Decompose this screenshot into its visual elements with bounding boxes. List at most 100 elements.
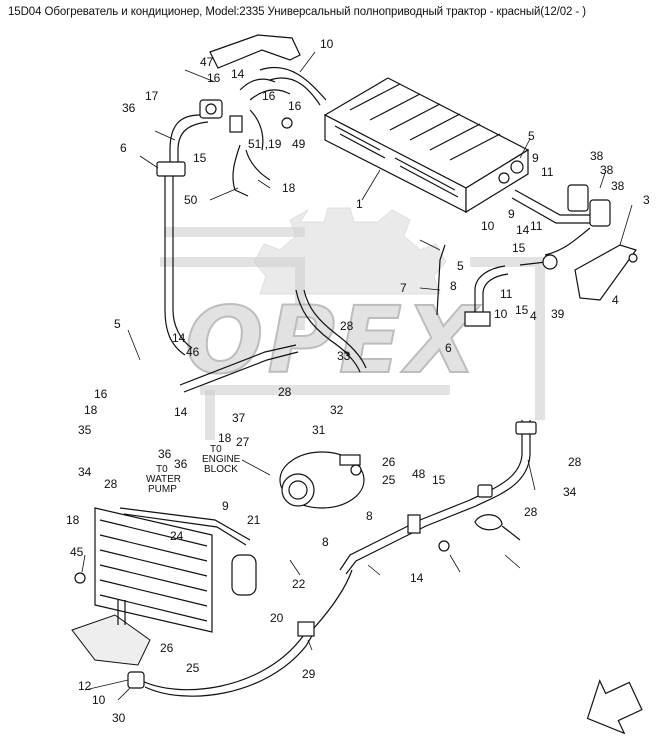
callout-20: 18: [282, 181, 296, 195]
callout-14: 14: [172, 331, 186, 345]
heater-evaporator-housing: [323, 77, 530, 214]
callout-41: 47: [200, 55, 214, 69]
callout-9: 9: [532, 151, 539, 165]
callout-14: 14: [231, 67, 245, 81]
callout-11: 12: [78, 679, 92, 693]
callout-18: 18: [218, 431, 232, 445]
callout-28: 28: [568, 455, 582, 469]
callout-25: 24: [170, 529, 184, 543]
note-to-engine-block-line1: T0: [210, 444, 222, 455]
callout-33: 35: [78, 423, 92, 437]
callout-14: 14: [516, 223, 530, 237]
callout-28: 28: [104, 477, 118, 491]
leader-lines: [81, 51, 633, 701]
callout-11: 11: [500, 287, 513, 301]
callout-18: 18: [84, 403, 98, 417]
refrigerant-lines: [179, 289, 537, 575]
left-heater-hose: [156, 114, 209, 356]
direction-arrow: [586, 679, 643, 735]
callout-14: 14: [410, 571, 424, 585]
callout-4: 4: [530, 309, 537, 323]
callout-9: 9: [508, 207, 515, 221]
callout-22: 20: [270, 611, 284, 625]
callout-21: 18: [66, 513, 80, 527]
callouts: 10 47 14 16 17 16 16 36 51 ,19 49 6 15 5…: [66, 37, 650, 725]
callout-24: 22: [292, 577, 306, 591]
callout-41: 48: [412, 467, 426, 481]
callout-31: 33: [337, 349, 351, 363]
callout-37: 38: [600, 163, 614, 177]
callout-26: 26: [160, 641, 174, 655]
callout-15: 15: [512, 241, 526, 255]
callout-10: 10: [92, 693, 106, 707]
callout-18: 17: [145, 89, 159, 103]
callout-6: 6: [445, 341, 452, 355]
mounting-bracket: [71, 600, 151, 666]
callout-16: 16: [94, 387, 108, 401]
callout-13: 11: [530, 219, 543, 233]
callout-25: 25: [382, 473, 396, 487]
callout-31: 34: [563, 485, 577, 499]
note-to-water-pump-line1: T0: [156, 464, 168, 475]
watermark-text: OPEX: [185, 287, 480, 394]
callout-10: 9: [222, 499, 229, 513]
callout-25: 25: [186, 661, 200, 675]
callout-28: 29: [302, 667, 316, 681]
callout-28: 28: [278, 385, 292, 399]
callout-40: 46: [186, 345, 200, 359]
callout-12: 11: [541, 165, 554, 179]
callout-16: 16: [288, 99, 302, 113]
callout-18: 16: [207, 71, 221, 85]
heater-valve: [199, 99, 293, 133]
callout-1: 1: [356, 197, 363, 211]
note-to-engine-block-line2: ENGINE: [202, 454, 241, 465]
callout-43: 50: [184, 193, 198, 207]
callout-23: 21: [247, 513, 261, 527]
callout-14: 14: [174, 405, 188, 419]
callout-42: 49: [292, 137, 306, 151]
note-to-water-pump-line2: WATER: [146, 474, 181, 485]
callout-35: 36: [174, 457, 188, 471]
callout-15: 15: [515, 303, 529, 317]
callout-4: 4: [612, 293, 619, 307]
callout-28: 30: [112, 711, 126, 725]
callout-6: 6: [120, 141, 127, 155]
callout-5: 5: [528, 129, 535, 143]
callout-44: 51 ,19: [248, 137, 282, 151]
callout-27: 27: [236, 435, 250, 449]
callout-38: 38: [611, 179, 625, 193]
callout-11: 10: [481, 219, 495, 233]
callout-39: 45: [70, 545, 84, 559]
callout-32: 34: [78, 465, 92, 479]
ac-compressor: [279, 451, 365, 509]
note-to-engine-block-line3: BLOCK: [204, 464, 238, 475]
callout-8: 8: [450, 279, 457, 293]
callout-16: 15: [193, 151, 207, 165]
callout-34: 36: [158, 447, 172, 461]
callout-7: 7: [400, 281, 407, 295]
callout-38: 39: [551, 307, 565, 321]
callout-15: 15: [432, 473, 446, 487]
callout-26: 26: [382, 455, 396, 469]
misc-fittings: [407, 514, 521, 552]
callout-10: 10: [494, 307, 508, 321]
callout-28: 28: [340, 319, 354, 333]
callout-17: 10: [320, 37, 334, 51]
callout-36: 37: [232, 411, 246, 425]
page-title: 15D04 Обогреватель и кондиционер, Model:…: [8, 6, 586, 18]
note-to-water-pump-line3: PUMP: [148, 484, 177, 495]
callout-30: 32: [330, 403, 344, 417]
callout-28: 28: [524, 505, 538, 519]
callout-5: 5: [114, 317, 121, 331]
callout-38: 38: [590, 149, 604, 163]
callout-9: 8: [366, 509, 373, 523]
callout-29: 31: [312, 423, 326, 437]
right-side-plumbing: [436, 184, 638, 327]
wiring-harness: [232, 109, 271, 197]
callout-3: 3: [643, 193, 650, 207]
callout-8: 8: [322, 535, 329, 549]
callout-5: 5: [457, 259, 464, 273]
callout-16: 16: [262, 89, 276, 103]
upper-duct-and-hoses: [209, 34, 327, 106]
